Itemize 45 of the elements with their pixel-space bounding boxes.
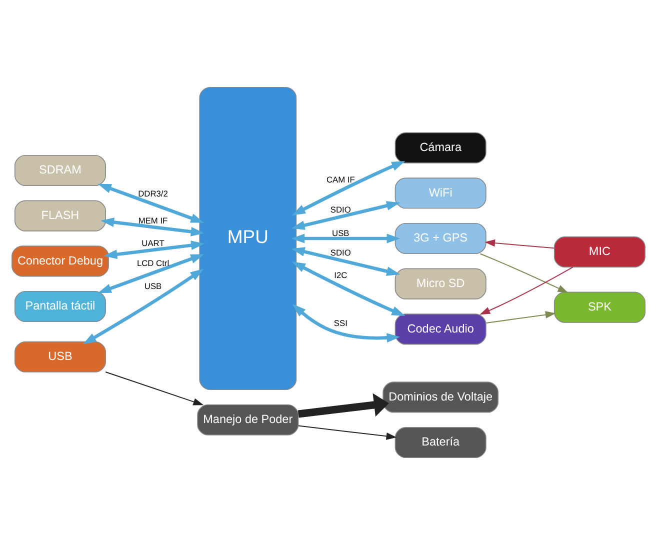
arrow xyxy=(480,266,574,314)
arrow xyxy=(104,240,205,259)
node-box: WiFi xyxy=(394,177,486,208)
arrow xyxy=(298,424,397,440)
arrow xyxy=(291,246,400,276)
node-box: SPK xyxy=(554,291,646,322)
arrow xyxy=(292,303,400,342)
node-box: MIC xyxy=(554,236,646,267)
edge-label: USB xyxy=(332,227,350,238)
edge-label: CAM IF xyxy=(326,174,355,184)
arrow xyxy=(82,268,204,344)
edge-label: USB xyxy=(144,280,162,290)
arrow xyxy=(105,370,204,405)
node-box: 3G + GPS xyxy=(394,222,486,254)
arrow xyxy=(486,310,556,323)
arrow xyxy=(98,254,204,293)
arrow xyxy=(291,200,400,230)
node-box: FLASH xyxy=(14,200,106,231)
arrow xyxy=(292,160,406,215)
edge-label: UART xyxy=(142,238,164,248)
edge-label: SSI xyxy=(334,317,348,328)
node-box: Cámara xyxy=(394,132,486,163)
edge-label: SDIO xyxy=(330,246,351,257)
edge-label: LCD Ctrl xyxy=(136,258,170,268)
arrow xyxy=(100,217,204,236)
edge-label: MEM IF xyxy=(138,214,168,225)
arrow xyxy=(480,252,568,292)
edge-label: DDR3/2 xyxy=(138,188,168,198)
node-box: Codec Audio xyxy=(394,313,486,344)
node-box: Manejo de Poder xyxy=(197,404,299,435)
edge-label: SDIO xyxy=(330,204,351,214)
arrow xyxy=(292,261,406,316)
arrow xyxy=(291,233,400,243)
arrow xyxy=(484,238,554,248)
node-box: Conector Debug xyxy=(12,245,109,276)
node-box: MPU xyxy=(199,86,297,390)
arrow xyxy=(298,392,389,418)
node-box: Dominios de Voltaje xyxy=(382,381,499,412)
node-box: Pantalla táctil xyxy=(14,290,106,322)
edge-label: I2C xyxy=(334,269,348,280)
node-box: Batería xyxy=(394,426,486,458)
node-box: SDRAM xyxy=(14,154,106,186)
node-box: Micro SD xyxy=(394,268,486,299)
arrow xyxy=(98,183,204,222)
node-box: USB xyxy=(14,340,106,372)
